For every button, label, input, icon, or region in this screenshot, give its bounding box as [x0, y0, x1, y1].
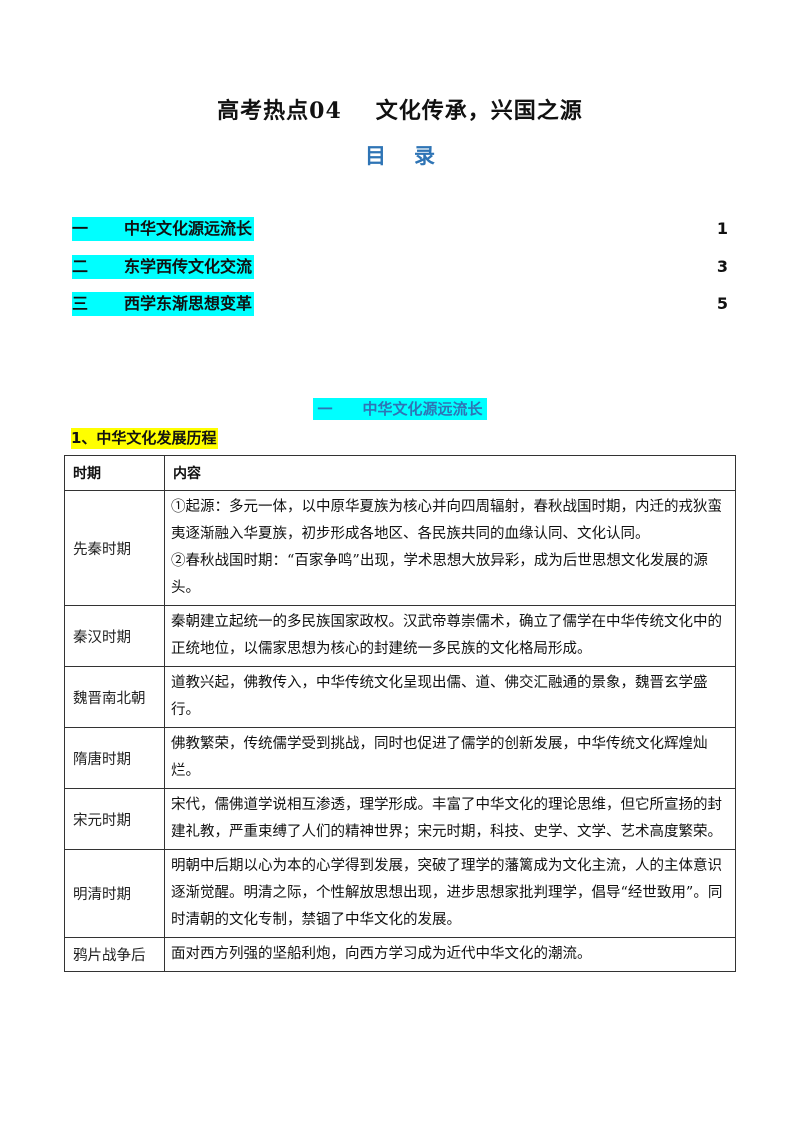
toc-item-highlight: 一 中华文化源远流长: [72, 217, 255, 241]
table-row: 宋元时期 宋代，儒佛道学说相互渗透，理学形成。丰富了中华文化的理论思维，但它所宣…: [64, 788, 736, 850]
toc-item-page: 1: [716, 219, 728, 238]
toc-heading-char-1: 目: [365, 143, 386, 168]
toc-item-3[interactable]: 三 西学东渐思想变革 5: [72, 292, 728, 316]
table-header-row: 时期 内容: [64, 455, 736, 491]
subheading: 1、中华文化发展历程: [71, 428, 219, 449]
section-label: 中华文化源远流长: [362, 400, 483, 418]
period-cell: 隋唐时期: [64, 727, 165, 789]
period-cell: 秦汉时期: [64, 605, 165, 667]
content-cell: ①起源：多元一体，以中原华夏族为核心并向四周辐射，春秋战国时期，内迁的戎狄蛮夷逐…: [164, 490, 736, 606]
period-cell: 明清时期: [64, 849, 165, 938]
title-part-2: 文化传承，兴国之源: [375, 98, 583, 124]
content-cell: 道教兴起，佛教传入，中华传统文化呈现出儒、道、佛交汇融通的景象，魏晋玄学盛行。: [164, 666, 736, 728]
toc-item-1[interactable]: 一 中华文化源远流长 1: [72, 217, 728, 241]
header-period: 时期: [64, 455, 165, 491]
header-content: 内容: [164, 455, 736, 491]
content-paragraph: ②春秋战国时期：“百家争鸣”出现，学术思想大放异彩，成为后世思想文化发展的源头。: [171, 553, 708, 596]
content-paragraph: 明朝中后期以心为本的心学得到发展，突破了理学的藩篱成为文化主流，人的主体意识逐渐…: [171, 858, 723, 928]
toc-item-label: 东学西传文化交流: [124, 257, 253, 276]
toc-item-number: 一: [72, 219, 89, 238]
content-paragraph: 佛教繁荣，传统儒学受到挑战，同时也促进了儒学的创新发展，中华传统文化辉煌灿烂。: [171, 736, 708, 779]
toc-item-number: 二: [72, 257, 89, 276]
history-table: 时期 内容 先秦时期 ①起源：多元一体，以中原华夏族为核心并向四周辐射，春秋战国…: [64, 455, 736, 972]
content-paragraph: 宋代，儒佛道学说相互渗透，理学形成。丰富了中华文化的理论思维，但它所宣扬的封建礼…: [171, 797, 722, 840]
period-cell: 鸦片战争后: [64, 937, 165, 972]
toc-item-label: 中华文化源远流长: [124, 219, 253, 238]
toc-item-page: 5: [716, 294, 728, 313]
toc-item-highlight: 二 东学西传文化交流: [72, 255, 255, 279]
table-row: 隋唐时期 佛教繁荣，传统儒学受到挑战，同时也促进了儒学的创新发展，中华传统文化辉…: [64, 727, 736, 789]
table-row: 魏晋南北朝 道教兴起，佛教传入，中华传统文化呈现出儒、道、佛交汇融通的景象，魏晋…: [64, 666, 736, 728]
content-paragraph: 道教兴起，佛教传入，中华传统文化呈现出儒、道、佛交汇融通的景象，魏晋玄学盛行。: [171, 675, 708, 718]
table-row: 秦汉时期 秦朝建立起统一的多民族国家政权。汉武帝尊崇儒术，确立了儒学在中华传统文…: [64, 605, 736, 667]
table-row: 明清时期 明朝中后期以心为本的心学得到发展，突破了理学的藩篱成为文化主流，人的主…: [64, 849, 736, 938]
toc-item-page: 3: [716, 257, 728, 276]
content-cell: 宋代，儒佛道学说相互渗透，理学形成。丰富了中华文化的理论思维，但它所宣扬的封建礼…: [164, 788, 736, 850]
document-title: 高考热点04 文化传承，兴国之源: [0, 93, 800, 125]
section-heading: 一 中华文化源远流长: [0, 398, 800, 420]
subheading-text: 1、中华文化发展历程: [71, 428, 219, 449]
content-cell: 佛教繁荣，传统儒学受到挑战，同时也促进了儒学的创新发展，中华传统文化辉煌灿烂。: [164, 727, 736, 789]
content-cell: 秦朝建立起统一的多民族国家政权。汉武帝尊崇儒术，确立了儒学在中华传统文化中的正统…: [164, 605, 736, 667]
toc-heading: 目录: [0, 140, 800, 170]
period-cell: 魏晋南北朝: [64, 666, 165, 728]
toc-item-highlight: 三 西学东渐思想变革: [72, 292, 255, 316]
table-row: 先秦时期 ①起源：多元一体，以中原华夏族为核心并向四周辐射，春秋战国时期，内迁的…: [64, 490, 736, 606]
toc-item-label: 西学东渐思想变革: [124, 294, 253, 313]
toc-heading-char-2: 录: [414, 143, 435, 168]
section-heading-highlight: 一 中华文化源远流长: [313, 398, 487, 420]
period-cell: 先秦时期: [64, 490, 165, 606]
toc-item-2[interactable]: 二 东学西传文化交流 3: [72, 255, 728, 279]
content-paragraph: ①起源：多元一体，以中原华夏族为核心并向四周辐射，春秋战国时期，内迁的戎狄蛮夷逐…: [171, 499, 722, 542]
toc-item-number: 三: [72, 294, 89, 313]
content-cell: 面对西方列强的坚船利炮，向西方学习成为近代中华文化的潮流。: [164, 937, 736, 972]
period-cell: 宋元时期: [64, 788, 165, 850]
title-part-1: 高考热点04: [217, 98, 342, 124]
content-paragraph: 秦朝建立起统一的多民族国家政权。汉武帝尊崇儒术，确立了儒学在中华传统文化中的正统…: [171, 614, 722, 657]
content-cell: 明朝中后期以心为本的心学得到发展，突破了理学的藩篱成为文化主流，人的主体意识逐渐…: [164, 849, 736, 938]
table-row: 鸦片战争后 面对西方列强的坚船利炮，向西方学习成为近代中华文化的潮流。: [64, 937, 736, 972]
content-paragraph: 面对西方列强的坚船利炮，向西方学习成为近代中华文化的潮流。: [171, 946, 592, 962]
section-number: 一: [317, 400, 333, 418]
